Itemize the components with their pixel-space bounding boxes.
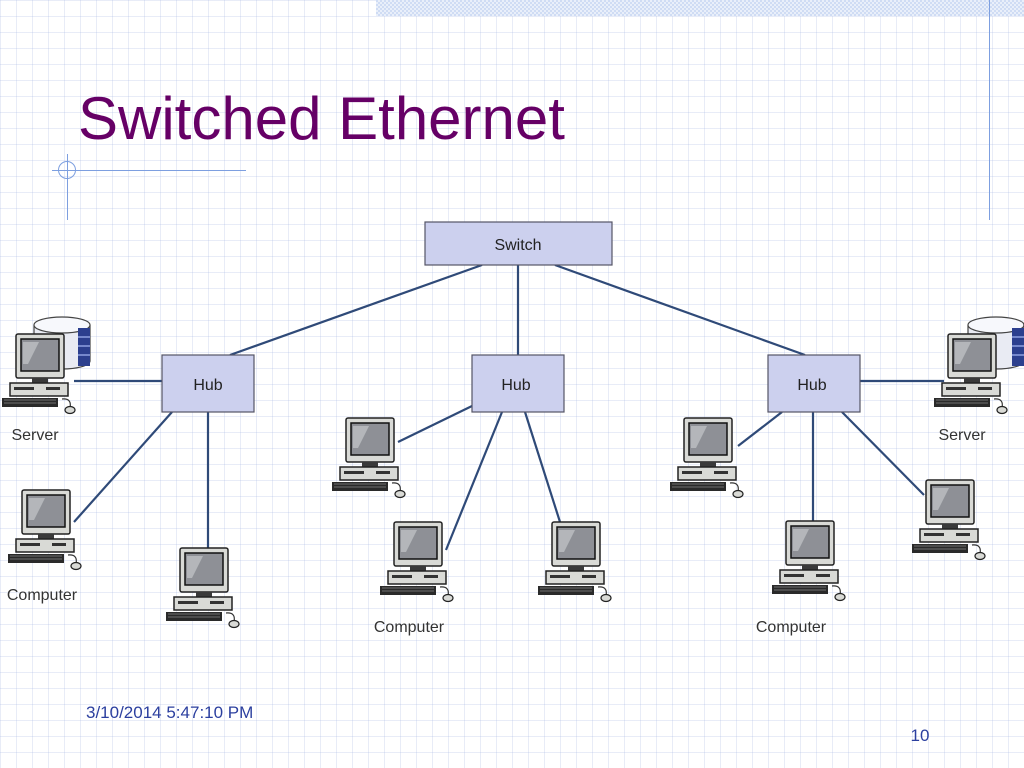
link-hub-center-computer-3	[523, 411, 562, 523]
switch-label: Switch	[494, 237, 541, 254]
computer-icon-right-1	[669, 417, 744, 499]
slide-title: Switched Ethernet	[78, 85, 565, 152]
hub-node-left: Hub	[161, 354, 255, 413]
hub-node-center: Hub	[471, 354, 565, 413]
computer-icon-center-1	[331, 417, 406, 499]
server-left-computer-icon	[1, 333, 76, 415]
computer-icon-center-2	[379, 521, 454, 603]
hub-label-left: Hub	[193, 377, 222, 394]
link-hub-left-computer-1	[73, 411, 173, 523]
right-vertical-rule	[989, 0, 990, 220]
hub-label-right: Hub	[797, 377, 826, 394]
link-hub-center-computer-2	[444, 411, 504, 551]
link-switch-hub-right	[554, 263, 806, 357]
server-right-computer-icon	[933, 333, 1008, 415]
server-right-label: Server	[938, 427, 986, 444]
title-vertical-rule	[67, 154, 68, 220]
hub-label-center: Hub	[501, 377, 530, 394]
computer-icon-left-1	[7, 489, 82, 571]
top-decorative-band	[376, 0, 1024, 16]
slide-date: 3/10/2014 5:47:10 PM	[86, 703, 254, 722]
computer-center-label: Computer	[374, 619, 445, 636]
computer-icon-center-3	[537, 521, 612, 603]
link-hub-center-computer-1	[397, 405, 473, 443]
computer-left-label: Computer	[7, 587, 78, 604]
link-switch-hub-left	[229, 263, 483, 357]
computer-icon-right-3	[911, 479, 986, 561]
computer-icon-left-2	[165, 547, 240, 629]
computer-icon-right-2	[771, 520, 846, 602]
slide-page-number: 10	[910, 726, 930, 745]
title-ring-ornament	[58, 161, 76, 179]
switch-node: Switch	[424, 221, 613, 266]
link-hub-right-computer-1	[737, 411, 783, 447]
server-left-label: Server	[11, 427, 59, 444]
title-underline	[52, 170, 246, 171]
computer-right-label: Computer	[756, 619, 827, 636]
link-hub-right-computer-3	[841, 411, 925, 496]
hub-node-right: Hub	[767, 354, 861, 413]
connection-links	[73, 263, 944, 551]
